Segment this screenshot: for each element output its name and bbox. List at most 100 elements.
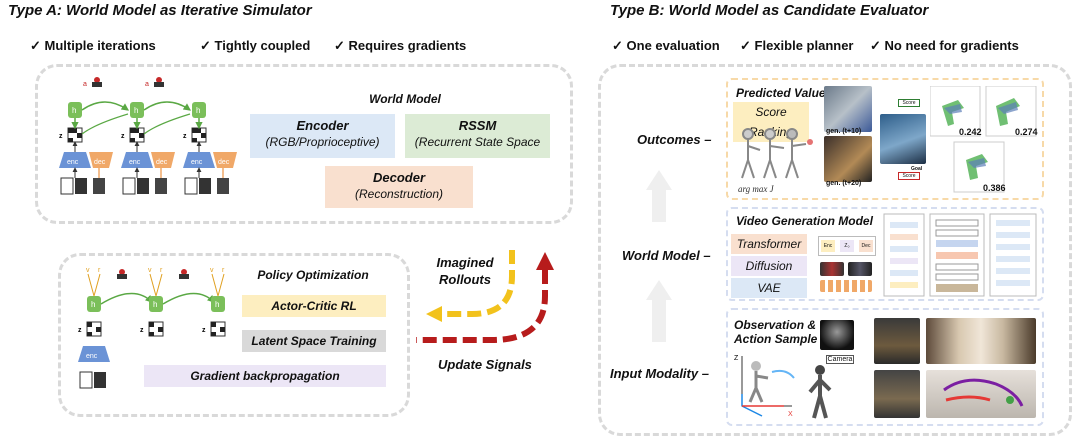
h-node <box>211 296 225 312</box>
z-axis-label: Z <box>734 355 739 362</box>
dec-trapezoid <box>213 152 237 168</box>
enc-trapezoid <box>183 152 215 168</box>
imagined-rollouts-arrow <box>440 250 515 317</box>
check-label: Requires gradients <box>348 38 467 53</box>
h-label: h <box>134 106 138 115</box>
policy-optimization-panel <box>58 253 410 417</box>
recon-frame <box>93 178 105 194</box>
robot-action-figure: Z X <box>734 355 795 418</box>
row-outcomes-text: Outcomes <box>637 132 701 147</box>
encoder-box: Encoder (RGB/Proprioceptive) <box>250 114 395 158</box>
h-node <box>130 102 144 118</box>
enc-trapezoid <box>59 152 91 168</box>
dec-trapezoid <box>151 152 175 168</box>
score-tag-1: Score <box>898 99 920 107</box>
imagine-step-3: v r h z <box>202 267 226 337</box>
predicted-value-title: Predicted Value <box>736 86 826 100</box>
a-label: a <box>83 81 87 88</box>
dec-trapezoid <box>89 152 113 168</box>
a-label: a <box>145 81 149 88</box>
type-b-panel <box>598 64 1072 436</box>
observation-line-2: Action Sample <box>734 332 818 346</box>
check-requires-gradients: ✓ Requires gradients <box>334 38 467 53</box>
v-label: v <box>148 267 152 274</box>
gen-label-1: gen. (t+10) <box>826 128 862 135</box>
update-arrowhead <box>536 252 554 270</box>
check-label: Multiple iterations <box>44 38 156 53</box>
input-modality-box <box>726 308 1044 426</box>
imagined-line-2: Rollouts <box>439 272 491 287</box>
proprio-icon <box>60 177 74 195</box>
video-frame-2 <box>848 262 872 276</box>
update-signals-arrow <box>416 270 548 343</box>
h-label: h <box>215 300 219 309</box>
check-flexible-planner: ✓ Flexible planner <box>740 38 854 53</box>
enc-label: enc <box>129 159 141 166</box>
action-joystick-icon <box>119 269 125 275</box>
vae-chip: VAE <box>731 278 807 298</box>
architecture-diagrams <box>883 213 1037 297</box>
camera-label: Camera <box>826 355 854 364</box>
rssm-unrolled-diagram: a h z enc dec a h z enc dec <box>59 77 237 195</box>
observation-title: Observation & Action Sample <box>734 318 817 346</box>
upward-flow-arrows <box>646 170 672 342</box>
enc-label: enc <box>191 159 203 166</box>
z-label: z <box>183 133 187 140</box>
row-world-model-text: World Model <box>622 248 700 263</box>
update-signals-label: Update Signals <box>438 357 532 372</box>
enc-label: enc <box>67 159 79 166</box>
r-label: r <box>222 267 225 274</box>
z-label: z <box>59 133 63 140</box>
h-label: h <box>153 300 157 309</box>
dec-block: Dec <box>859 240 873 252</box>
decoder-desc: (Reconstruction) <box>354 187 444 201</box>
imagine-step-2: v r h z <box>140 267 215 337</box>
trajectory-overlay <box>943 378 1024 407</box>
dec-label: dec <box>156 159 168 166</box>
panorama-photo <box>926 318 1036 364</box>
check-one-evaluation: ✓ One evaluation <box>612 38 720 53</box>
check-label: Flexible planner <box>754 38 854 53</box>
svg-text:arg max J: arg max J <box>738 184 775 194</box>
rssm-step-1: a h z enc dec <box>59 77 130 195</box>
token-strip <box>820 280 872 292</box>
outcomes-box <box>726 78 1044 200</box>
h-label: h <box>72 106 76 115</box>
h-label: h <box>91 300 95 309</box>
humanoid-robot-icon <box>808 365 832 419</box>
egocentric-photo-1 <box>874 318 920 364</box>
z-label: z <box>202 327 206 334</box>
camera-frame <box>75 178 87 194</box>
enc-block: Enc <box>821 240 835 252</box>
imagined-rollouts-label: Imagined Rollouts <box>432 254 498 288</box>
check-tightly-coupled: ✓ Tightly coupled <box>200 38 311 53</box>
video-frame-1 <box>820 262 844 276</box>
dec-label: dec <box>218 159 230 166</box>
transformer-chip: Transformer <box>731 234 807 254</box>
type-a-title: Type A: World Model as Iterative Simulat… <box>8 2 312 19</box>
goal-photo <box>880 114 926 164</box>
z-label: z <box>140 327 144 334</box>
type-b-title: Type B: World Model as Candidate Evaluat… <box>610 2 929 19</box>
row-label-outcomes: Outcomes – <box>637 132 712 147</box>
diffusion-chip: Diffusion <box>731 256 807 276</box>
h-node <box>87 296 101 312</box>
row-label-input-modality: Input Modality – <box>610 366 709 381</box>
gen-label-2: gen. (t+20) <box>826 180 862 187</box>
target-dot <box>807 139 813 145</box>
score-value-3: 0.386 <box>983 183 1006 193</box>
row-label-world-model: World Model – <box>622 248 711 263</box>
enc-trapezoid <box>78 346 110 362</box>
rssm-step-2: a h z enc dec <box>121 77 192 195</box>
check-no-gradients: ✓ No need for gradients <box>870 38 1019 53</box>
enc-label: enc <box>86 353 98 360</box>
action-joystick-icon <box>181 269 187 275</box>
policy-title: Policy Optimization <box>257 268 369 282</box>
up-arrow-2 <box>646 280 672 342</box>
rssm-step-3: h z enc dec <box>183 102 237 195</box>
goal-tag: Goal <box>911 166 923 172</box>
action-joystick-icon <box>156 77 162 83</box>
score-value-2: 0.274 <box>1015 127 1038 137</box>
observation-photo-2 <box>824 136 872 182</box>
observation-photo-1 <box>824 86 872 132</box>
